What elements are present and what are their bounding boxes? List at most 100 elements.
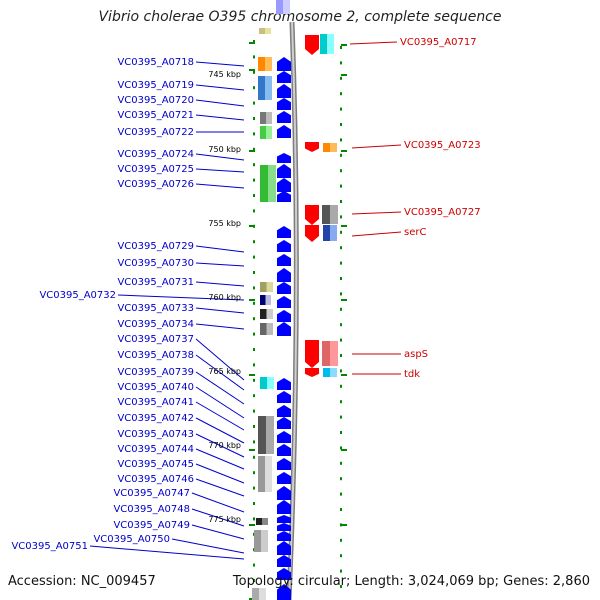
topology-text: Topology: circular; Length: 3,024,069 bp… (232, 574, 590, 589)
label-leader-line (191, 524, 245, 540)
tick-mark (253, 563, 255, 567)
gene-label-left: VC0395_A0751 (11, 541, 88, 552)
gene-label-left: VC0395_A0750 (93, 534, 170, 545)
label-leader-line (195, 478, 245, 497)
plus-strand-gene-arrow (277, 472, 291, 484)
plus-strand-gene-arrow (277, 111, 291, 123)
feature-block (254, 530, 268, 552)
tick-mark (253, 332, 255, 336)
plus-strand-gene-arrow (277, 240, 291, 252)
gene-label-left: VC0395_A0741 (117, 397, 194, 408)
tick-mark (340, 415, 342, 419)
plus-strand-gene-arrow (277, 322, 291, 336)
label-leader-line (195, 168, 245, 173)
kbp-marker-label: 765 kbp (208, 367, 241, 376)
label-leader-line (171, 538, 245, 554)
gene-label-left: VC0395_A0721 (117, 110, 194, 121)
tick-mark (253, 194, 255, 197)
label-leader-line (195, 183, 245, 189)
tick-mark (340, 153, 342, 157)
gene-label-left: VC0395_A0749 (113, 520, 190, 531)
label-leader-line (195, 401, 245, 431)
tick-mark (253, 178, 255, 182)
tick-mark (253, 348, 255, 351)
kbp-marker-label: 755 kbp (208, 219, 241, 228)
gene-label-left: VC0395_A0718 (117, 57, 194, 68)
tick-mark (340, 400, 342, 404)
minus-strand-gene-arrow (305, 35, 319, 55)
tick-mark (253, 163, 255, 167)
tick-mark (253, 363, 255, 367)
plus-strand-gene-arrow (277, 310, 291, 322)
minus-strand-gene-arrow (305, 225, 319, 242)
label-leader-line (195, 323, 245, 330)
plus-strand-gene-arrow (277, 444, 291, 456)
label-leader-line (195, 338, 245, 381)
tick-mark (340, 585, 342, 588)
tick-mark (253, 579, 255, 582)
label-leader-line (195, 463, 245, 484)
tick-mark (253, 209, 255, 213)
gene-label-left: VC0395_A0731 (117, 277, 194, 288)
feature-block (276, 0, 290, 14)
gene-label-left: VC0395_A0725 (117, 164, 194, 175)
plus-strand-gene-arrow (277, 254, 291, 266)
feature-block (260, 282, 273, 292)
minus-strand-gene-arrow (305, 340, 319, 368)
plus-strand-gene-arrow (277, 486, 291, 500)
feature-block (252, 588, 266, 600)
gene-label-left: VC0395_A0747 (113, 488, 190, 499)
major-tick (249, 150, 255, 152)
label-leader-line (349, 41, 398, 45)
major-tick (341, 44, 347, 46)
accession-text: Accession: NC_009457 (8, 574, 156, 589)
tick-mark (340, 431, 342, 434)
plus-strand-gene-arrow (277, 431, 291, 443)
major-tick (341, 74, 347, 76)
tick-mark (340, 246, 342, 250)
gene-label-left: VC0395_A0722 (117, 127, 194, 138)
feature-block (323, 225, 337, 241)
major-tick (249, 299, 255, 301)
tick-mark (340, 123, 342, 126)
tick-mark (340, 184, 342, 188)
feature-block (260, 126, 272, 139)
feature-block (259, 28, 271, 34)
major-tick (249, 225, 255, 227)
gene-features (252, 0, 338, 600)
tick-mark (253, 271, 255, 274)
tick-mark (340, 508, 342, 511)
tick-mark (340, 461, 342, 465)
major-tick (249, 374, 255, 376)
tick-mark (340, 215, 342, 219)
gene-label-left: VC0395_A0726 (117, 179, 194, 190)
gene-label-left: VC0395_A0739 (117, 367, 194, 378)
tick-mark (340, 554, 342, 558)
gene-label-left: VC0395_A0719 (117, 80, 194, 91)
feature-block (322, 205, 338, 224)
major-tick (341, 299, 347, 301)
plus-strand-gene-arrow (277, 405, 291, 417)
tick-mark (340, 138, 342, 142)
tick-mark (253, 40, 255, 43)
tick-mark (253, 502, 255, 505)
feature-block (322, 341, 338, 366)
label-leader-line (195, 153, 245, 161)
feature-block (323, 143, 337, 152)
gene-label-left: VC0395_A0733 (117, 303, 194, 314)
label-leader-line (195, 371, 245, 405)
major-tick (249, 449, 255, 451)
tick-mark (253, 117, 255, 120)
tick-mark (253, 440, 255, 444)
label-leader-line (195, 448, 245, 470)
plus-strand-gene-arrow (277, 57, 291, 71)
plus-strand-gene-arrow (277, 71, 291, 83)
label-leader-line (195, 433, 245, 458)
label-leader-line (195, 114, 245, 121)
plus-strand-gene-arrow (277, 568, 291, 580)
label-leader-line (117, 294, 245, 301)
gene-label-left: VC0395_A0744 (117, 444, 194, 455)
gene-label-left: VC0395_A0743 (117, 429, 194, 440)
major-tick (341, 150, 347, 152)
map-title: Vibrio cholerae O395 chromosome 2, compl… (98, 9, 502, 25)
